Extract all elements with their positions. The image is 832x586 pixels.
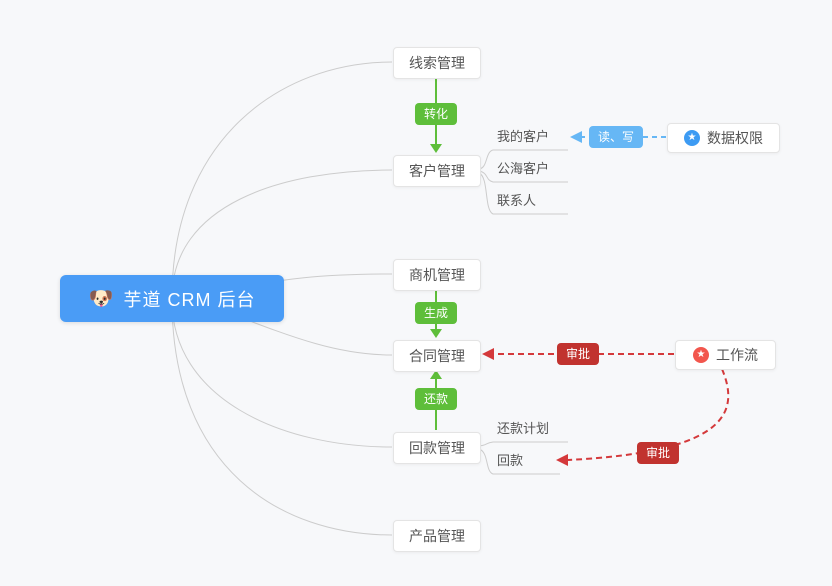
root-node-crm: 🐶 芋道 CRM 后台	[60, 275, 284, 322]
approve-receivable-arrow	[556, 368, 730, 466]
node-receivable-management: 回款管理	[393, 432, 481, 464]
root-node-label: 芋道 CRM 后台	[123, 289, 256, 310]
node-label: 数据权限	[707, 130, 763, 146]
node-customer-management: 客户管理	[393, 155, 481, 187]
node-product-management: 产品管理	[393, 520, 481, 552]
subnode-label: 公海客户	[497, 161, 550, 176]
edge-label-text: 审批	[645, 446, 671, 460]
node-label: 商机管理	[409, 267, 465, 283]
subnode-label: 还款计划	[497, 421, 550, 436]
edge-label-text: 还款	[423, 392, 449, 406]
dog-emoji-icon: 🐶	[88, 287, 115, 310]
node-label: 客户管理	[409, 163, 465, 179]
subnode-label: 回款	[497, 453, 524, 468]
subnode-public-customers: 公海客户	[497, 161, 549, 177]
edge-label-repay: 还款	[414, 388, 458, 410]
subnode-contacts: 联系人	[497, 193, 536, 209]
edge-label-generate: 生成	[414, 302, 458, 324]
edge-label-read-write: 读、写	[588, 126, 644, 148]
subnode-repayment-plan: 还款计划	[497, 421, 549, 437]
read-write-arrow	[570, 131, 666, 143]
subnode-label: 联系人	[497, 193, 537, 208]
edge-label-convert: 转化	[414, 103, 458, 125]
node-label: 回款管理	[409, 440, 465, 456]
edge-label-approve-contract: 审批	[556, 343, 600, 365]
subnode-my-customers: 我的客户	[497, 129, 549, 145]
subnode-repayment: 回款	[497, 453, 523, 469]
edge-label-text: 审批	[565, 347, 591, 361]
node-lead-management: 线索管理	[393, 47, 481, 79]
edge-label-text: 转化	[423, 107, 449, 121]
node-label: 合同管理	[409, 348, 465, 364]
node-data-permission: ★ 数据权限	[667, 123, 780, 153]
node-contract-management: 合同管理	[393, 340, 481, 372]
edge-label-approve-receivable: 审批	[636, 442, 680, 464]
edge-label-text: 生成	[423, 306, 449, 320]
star-icon: ★	[693, 347, 709, 363]
subnode-connectors	[478, 149, 568, 475]
node-label: 产品管理	[409, 528, 465, 544]
node-label: 线索管理	[409, 55, 465, 71]
edge-label-text: 读、写	[597, 130, 635, 144]
star-icon: ★	[684, 130, 700, 146]
node-opportunity-management: 商机管理	[393, 259, 481, 291]
node-label: 工作流	[716, 347, 758, 363]
node-workflow: ★ 工作流	[675, 340, 776, 370]
subnode-label: 我的客户	[497, 129, 550, 144]
